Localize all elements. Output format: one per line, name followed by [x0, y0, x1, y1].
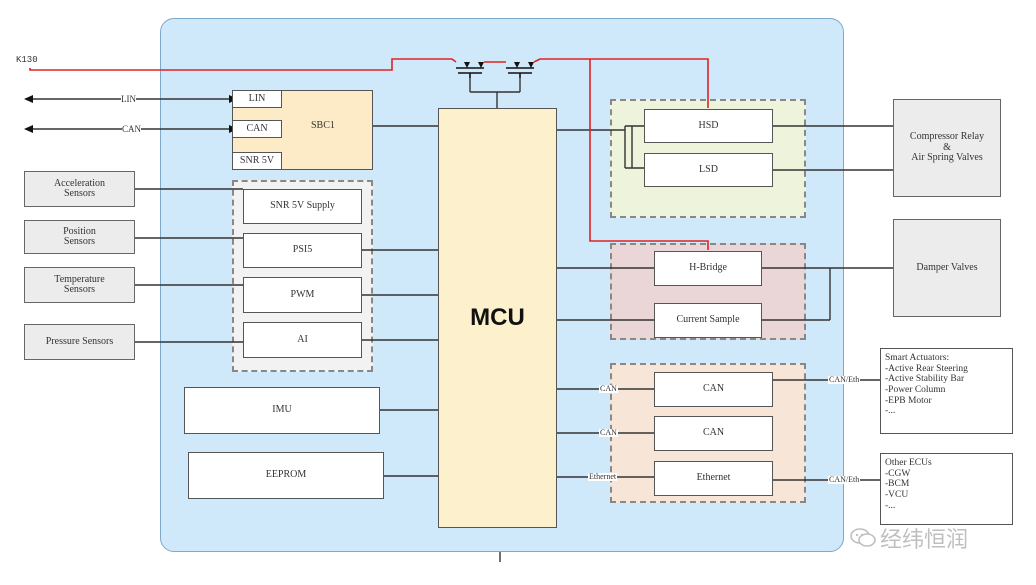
- mcu-block: MCU: [438, 108, 557, 528]
- can-eth-wire-label-1: CAN/Eth: [828, 375, 861, 384]
- watermark-text: 经纬恒润: [880, 528, 969, 553]
- smart-actuators-list: Smart Actuators: -Active Rear Steering -…: [880, 348, 1013, 434]
- sbc-snr-port: SNR 5V: [232, 152, 282, 170]
- position-sensors: Position Sensors: [24, 220, 135, 254]
- can-wire-label-2: CAN: [599, 428, 618, 437]
- lsd-block: LSD: [644, 153, 773, 187]
- damper-valves-block: Damper Valves: [893, 219, 1001, 317]
- can-bus-label: CAN: [122, 124, 142, 134]
- ai-interface: AI: [243, 322, 362, 358]
- k130-label: K130: [16, 55, 38, 65]
- sbc-title: SBC1: [311, 120, 335, 131]
- snr-5v-supply: SNR 5V Supply: [243, 189, 362, 224]
- eeprom-block: EEPROM: [188, 452, 384, 499]
- temperature-sensors: Temperature Sensors: [24, 267, 135, 303]
- pwm-interface: PWM: [243, 277, 362, 313]
- can-eth-wire-label-2: CAN/Eth: [828, 475, 861, 484]
- sbc-can-port: CAN: [232, 120, 282, 138]
- pressure-sensors: Pressure Sensors: [24, 324, 135, 360]
- sbc-lin-port: LIN: [232, 90, 282, 108]
- hsd-block: HSD: [644, 109, 773, 143]
- imu-block: IMU: [184, 387, 380, 434]
- can-transceiver-2: CAN: [654, 416, 773, 451]
- acceleration-sensors: Acceleration Sensors: [24, 171, 135, 207]
- psi5-interface: PSI5: [243, 233, 362, 268]
- lin-bus-label: LIN: [121, 94, 136, 104]
- chat-bubble-logo-icon: [850, 527, 876, 549]
- current-sample-block: Current Sample: [654, 303, 762, 338]
- other-ecus-list: Other ECUs -CGW -BCM -VCU -...: [880, 453, 1013, 525]
- hbridge-block: H-Bridge: [654, 251, 762, 286]
- can-transceiver-1: CAN: [654, 372, 773, 407]
- ethernet-wire-label: Ethernet: [588, 472, 618, 481]
- ethernet-transceiver: Ethernet: [654, 461, 773, 496]
- compressor-relay-block: Compressor Relay & Air Spring Valves: [893, 99, 1001, 197]
- can-wire-label-1: CAN: [599, 384, 618, 393]
